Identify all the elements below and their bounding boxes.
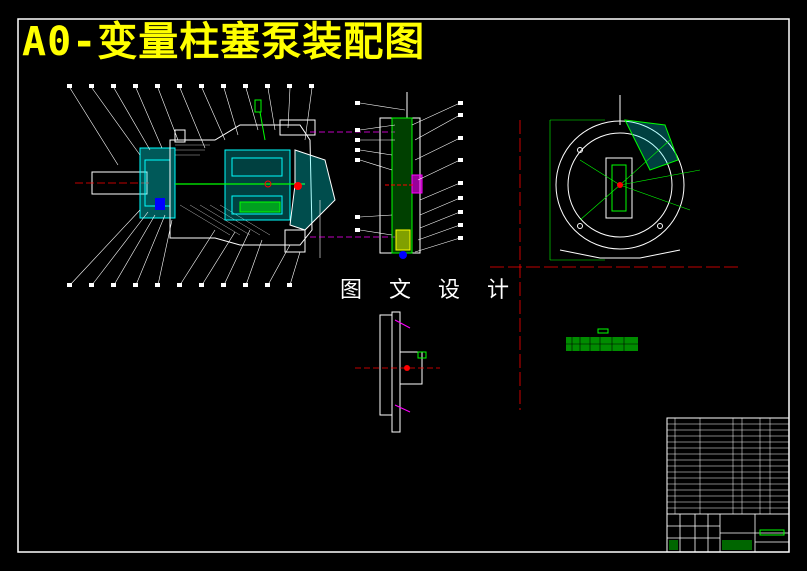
main-section-view <box>67 84 336 287</box>
parts-list-table <box>666 417 790 553</box>
technical-notes-block <box>566 328 638 351</box>
end-view <box>490 95 740 410</box>
drawing-title: A0-变量柱塞泵装配图 <box>22 19 426 65</box>
detail-view <box>355 311 440 433</box>
drawing-border <box>17 18 790 553</box>
side-view <box>355 92 463 259</box>
watermark-text: 图 文 设 计 <box>340 278 519 303</box>
